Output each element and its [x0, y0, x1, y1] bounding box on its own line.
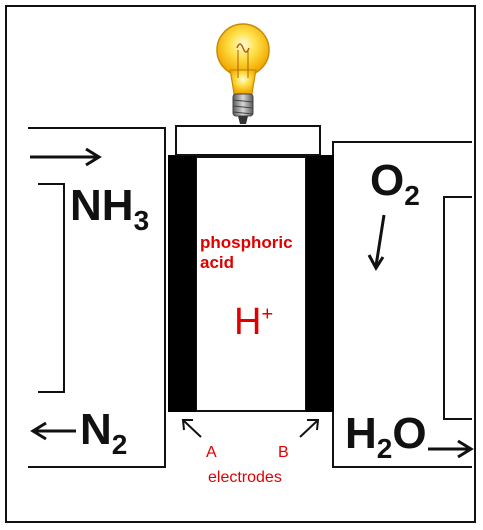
arrow-left-icon-n2-out [30, 421, 76, 441]
electrode-a-label: A [206, 444, 217, 461]
electrolyte-name-line2: acid [200, 253, 235, 272]
arrow-down-icon-o2 [367, 214, 386, 271]
light-bulb-icon [216, 23, 270, 124]
electrodes-caption: electrodes [208, 469, 282, 486]
electrolyte-chamber [195, 156, 307, 412]
external-circuit [175, 125, 321, 156]
h2o-label: H2O [345, 409, 427, 464]
arrow-right-icon-nh3-in [30, 147, 102, 167]
o2-label: O2 [370, 156, 420, 211]
hydrogen-ion-label: H+ [234, 301, 274, 343]
electrode-b-label: B [278, 444, 289, 461]
arrow-right-icon-h2o-out [428, 439, 474, 459]
nh3-label: NH3 [70, 181, 150, 236]
arrow-icon-electrode-a [181, 419, 202, 438]
electrolyte-name-line1: phosphoric [200, 233, 293, 252]
n2-label: N2 [80, 405, 128, 460]
arrow-icon-electrode-b [299, 419, 320, 438]
electrode-a [168, 155, 196, 412]
left-return-loop [38, 183, 65, 393]
electrode-b [306, 155, 334, 412]
right-return-loop [443, 196, 472, 420]
left-compartment [28, 127, 166, 468]
